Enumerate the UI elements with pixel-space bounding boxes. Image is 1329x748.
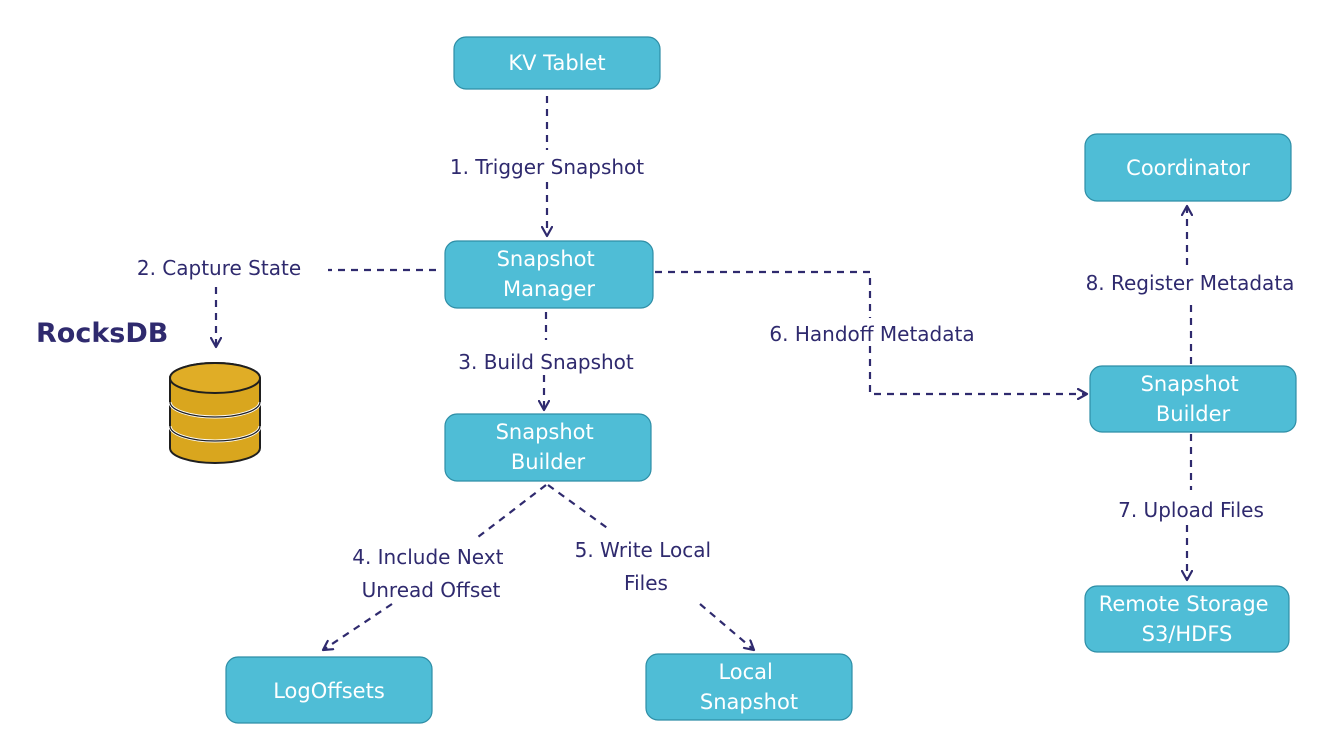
local-snapshot-label: Local Snapshot — [700, 660, 798, 714]
coordinator-label: Coordinator — [1126, 156, 1250, 180]
label-handoff-metadata: 6. Handoff Metadata — [769, 322, 974, 346]
edge-include-offset — [323, 484, 547, 650]
snapshot-builder-center-box — [444, 413, 652, 482]
remote-storage-label: Remote Storage S3/HDFS — [1099, 592, 1276, 646]
label-register-metadata: 8. Register Metadata — [1086, 271, 1295, 295]
database-icon — [168, 362, 262, 464]
rocksdb-label: RocksDB — [36, 318, 168, 349]
label-build-snapshot: 3. Build Snapshot — [458, 350, 634, 374]
label-trigger-snapshot: 1. Trigger Snapshot — [450, 155, 644, 179]
label-include-offset: 4. Include Next Unread Offset — [352, 545, 510, 602]
label-upload-files: 7. Upload Files — [1118, 498, 1264, 522]
remote-storage-node: Remote Storage S3/HDFS — [1084, 585, 1290, 653]
local-snapshot-node: Local Snapshot — [645, 653, 853, 721]
kv-tablet-node: KV Tablet — [453, 36, 661, 90]
coordinator-box — [1084, 133, 1292, 202]
label-write-local: 5. Write Local Files — [575, 538, 718, 595]
edge-register-metadata — [1187, 206, 1191, 364]
label-capture-state: 2. Capture State — [137, 256, 301, 280]
kv-tablet-label: KV Tablet — [508, 51, 605, 75]
edge-handoff-metadata — [655, 270, 1087, 394]
remote-storage-box — [1084, 585, 1290, 653]
rocksdb-group: RocksDB — [36, 318, 262, 464]
snapshot-manager-box — [444, 240, 654, 309]
edge-write-local — [547, 484, 754, 650]
snapshot-builder-center-node: Snapshot Builder — [444, 413, 652, 482]
snapshot-builder-right-label: Snapshot Builder — [1141, 372, 1246, 426]
snapshot-builder-center-label: Snapshot Builder — [496, 420, 601, 474]
log-offsets-label: LogOffsets — [273, 679, 385, 703]
edge-build-snapshot — [544, 312, 546, 410]
edge-upload-files — [1187, 434, 1191, 580]
log-offsets-node: LogOffsets — [225, 656, 433, 724]
local-snapshot-box — [645, 653, 853, 721]
edge-labels: 1. Trigger Snapshot 2. Capture State 3. … — [137, 155, 1295, 602]
snapshot-builder-right-node: Snapshot Builder — [1089, 365, 1297, 433]
edges — [216, 96, 1191, 650]
snapshot-builder-right-box — [1089, 365, 1297, 433]
log-offsets-box — [225, 656, 433, 724]
snapshot-manager-label: Snapshot Manager — [497, 247, 602, 301]
edge-capture-state — [216, 268, 436, 347]
kv-tablet-box — [453, 36, 661, 90]
coordinator-node: Coordinator — [1084, 133, 1292, 202]
snapshot-manager-node: Snapshot Manager — [444, 240, 654, 309]
